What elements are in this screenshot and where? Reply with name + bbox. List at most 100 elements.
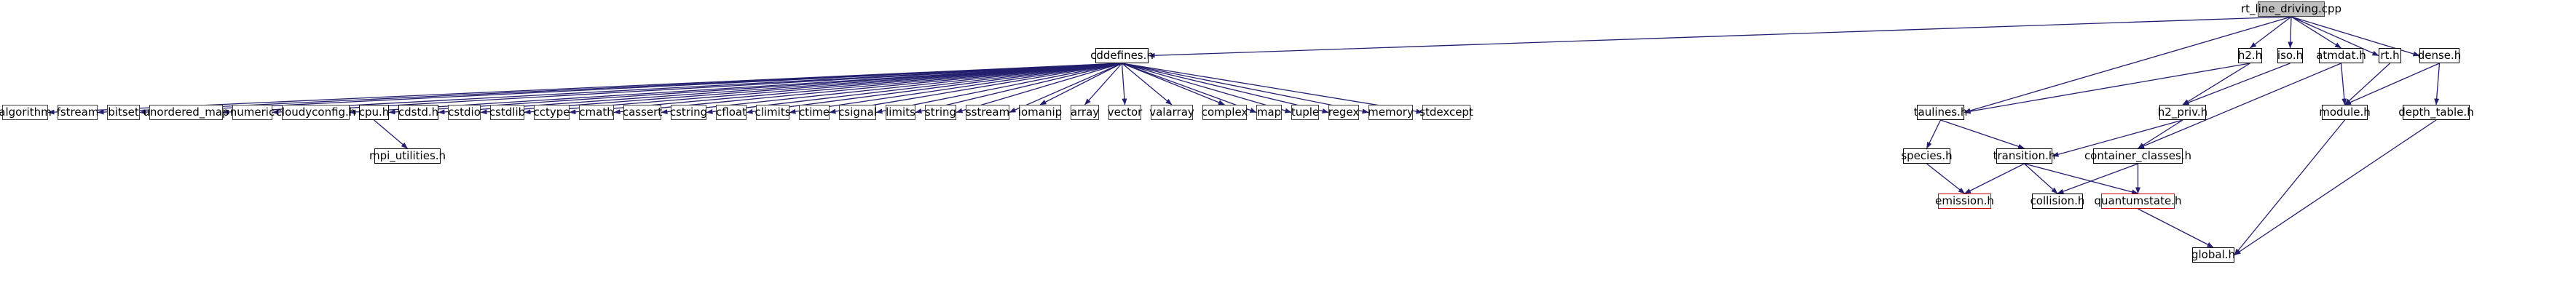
graph-node-label: container_classes.h <box>2084 149 2192 162</box>
graph-node-label: cstdio <box>448 105 481 119</box>
graph-edge <box>2288 16 2293 49</box>
graph-node-collision-h[interactable]: collision.h <box>2031 194 2084 209</box>
graph-node-label: fstream <box>56 105 99 119</box>
graph-edge <box>1926 119 1942 149</box>
graph-edge <box>2234 119 2437 256</box>
graph-node-cstring[interactable]: cstring <box>669 105 708 120</box>
graph-node-label: cassert <box>622 105 663 119</box>
graph-node-cpu-h[interactable]: cpu.h <box>359 105 389 120</box>
graph-node-cddefines-h[interactable]: cddefines.h <box>1090 48 1154 63</box>
graph-node-label: depth_table.h <box>2398 105 2474 119</box>
graph-node-sstream[interactable]: sstream <box>966 105 1009 120</box>
graph-node-label: map <box>1256 105 1282 119</box>
graph-node-label: limits <box>886 105 915 119</box>
graph-node-cstdlib[interactable]: cstdlib <box>489 105 526 120</box>
graph-node-species-h[interactable]: species.h <box>1901 148 1953 164</box>
graph-node-label: ctime <box>798 105 830 119</box>
graph-node-label: cstring <box>669 105 708 119</box>
graph-node-h2-priv-h[interactable]: h2_priv.h <box>2158 105 2207 120</box>
graph-node-label: complex <box>1201 105 1248 119</box>
graph-node-rt-line-driving-cpp[interactable]: rt_line_driving.cpp <box>2241 1 2341 17</box>
graph-node-label: taulines.h <box>1913 105 1968 119</box>
graph-edge <box>1963 16 2292 113</box>
graph-node-label: cmath <box>579 105 614 119</box>
graph-node-global-h[interactable]: global.h <box>2191 247 2236 263</box>
graph-node-array[interactable]: array <box>1071 105 1099 120</box>
graph-node-depth-table-h[interactable]: depth_table.h <box>2398 105 2474 120</box>
graph-node-cctype[interactable]: cctype <box>534 105 570 120</box>
graph-node-csignal[interactable]: csignal <box>838 105 877 120</box>
graph-node-label: species.h <box>1901 149 1953 162</box>
graph-node-dense-h[interactable]: dense.h <box>2418 48 2461 63</box>
graph-node-vector[interactable]: vector <box>1108 105 1142 120</box>
graph-node-ctime[interactable]: ctime <box>799 105 830 120</box>
graph-edge <box>1122 63 1173 105</box>
graph-node-cdstd-h[interactable]: cdstd.h <box>398 105 438 120</box>
graph-node-label: rt_line_driving.cpp <box>2240 2 2342 15</box>
graph-node-climits[interactable]: climits <box>755 105 791 120</box>
graph-node-stdexcept[interactable]: stdexcept <box>1419 105 1473 120</box>
graph-node-numeric[interactable]: numeric <box>230 105 275 120</box>
graph-node-taulines-h[interactable]: taulines.h <box>1914 105 1967 120</box>
graph-node-cmath[interactable]: cmath <box>579 105 614 120</box>
graph-node-quantumstate-h[interactable]: quantumstate.h <box>2095 194 2182 209</box>
graph-node-label: global.h <box>2191 248 2236 261</box>
graph-node-cfloat[interactable]: cfloat <box>716 105 747 120</box>
graph-node-label: atmdat.h <box>2316 49 2366 62</box>
graph-node-label: csignal <box>838 105 877 119</box>
graph-node-tuple[interactable]: tuple <box>1291 105 1319 120</box>
graph-node-limits[interactable]: limits <box>886 105 915 120</box>
graph-node-label: rt.h <box>2380 49 2400 62</box>
graph-edge <box>1926 163 1965 194</box>
graph-node-label: module.h <box>2319 105 2371 119</box>
graph-node-label: tuple <box>1291 105 1320 119</box>
graph-node-label: numeric <box>229 105 275 119</box>
graph-node-label: array <box>1070 105 1100 119</box>
graph-node-string[interactable]: string <box>925 105 956 120</box>
graph-edge <box>1121 63 1127 105</box>
graph-node-mpi-utilities-h[interactable]: mpi_utilities.h <box>369 148 446 164</box>
graph-node-h2-h[interactable]: h2.h <box>2238 48 2262 63</box>
graph-node-memory[interactable]: memory <box>1368 105 1414 120</box>
graph-edge <box>2138 119 2183 149</box>
graph-edge <box>2340 63 2347 105</box>
graph-node-cloudyconfig-h[interactable]: cloudyconfig.h <box>276 105 355 120</box>
graph-node-transition-h[interactable]: transition.h <box>1993 148 2055 164</box>
graph-node-fstream[interactable]: fstream <box>56 105 99 120</box>
graph-node-label: mpi_utilities.h <box>369 149 446 162</box>
graph-edge <box>2182 63 2250 105</box>
graph-node-iomanip[interactable]: iomanip <box>1018 105 1062 120</box>
graph-edge <box>2234 119 2346 255</box>
graph-node-algorithm[interactable]: algorithm <box>0 105 52 120</box>
graph-edge <box>1964 163 2025 194</box>
graph-node-label: h2_priv.h <box>2157 105 2208 119</box>
graph-node-atmdat-h[interactable]: atmdat.h <box>2316 48 2366 63</box>
graph-edge <box>1039 63 1122 105</box>
graph-node-label: regex <box>1328 105 1360 119</box>
graph-node-iso-h[interactable]: iso.h <box>2277 48 2303 63</box>
graph-node-label: transition.h <box>1993 149 2056 162</box>
graph-edge <box>2344 63 2440 105</box>
graph-node-cassert[interactable]: cassert <box>622 105 663 120</box>
graph-node-label: cctype <box>533 105 570 119</box>
graph-edge <box>2024 163 2058 194</box>
graph-node-unordered-map[interactable]: unordered_map <box>143 105 229 120</box>
graph-node-regex[interactable]: regex <box>1328 105 1359 120</box>
graph-node-label: iso.h <box>2277 49 2304 62</box>
graph-node-bitset[interactable]: bitset <box>107 105 140 120</box>
graph-node-label: h2.h <box>2237 49 2263 62</box>
graph-node-rt-h[interactable]: rt.h <box>2379 48 2401 63</box>
graph-edge <box>1148 16 2292 58</box>
graph-node-label: vector <box>1107 105 1143 119</box>
graph-node-label: valarray <box>1149 105 1194 119</box>
graph-node-label: sstream <box>965 105 1010 119</box>
graph-node-module-h[interactable]: module.h <box>2319 105 2371 120</box>
graph-node-complex[interactable]: complex <box>1201 105 1248 120</box>
graph-node-cstdio[interactable]: cstdio <box>448 105 481 120</box>
graph-node-map[interactable]: map <box>1256 105 1282 120</box>
graph-node-container-classes-h[interactable]: container_classes.h <box>2084 148 2191 164</box>
graph-node-valarray[interactable]: valarray <box>1149 105 1194 120</box>
graph-node-emission-h[interactable]: emission.h <box>1935 194 1994 209</box>
graph-node-label: string <box>924 105 957 119</box>
graph-node-label: cstdlib <box>489 105 526 119</box>
